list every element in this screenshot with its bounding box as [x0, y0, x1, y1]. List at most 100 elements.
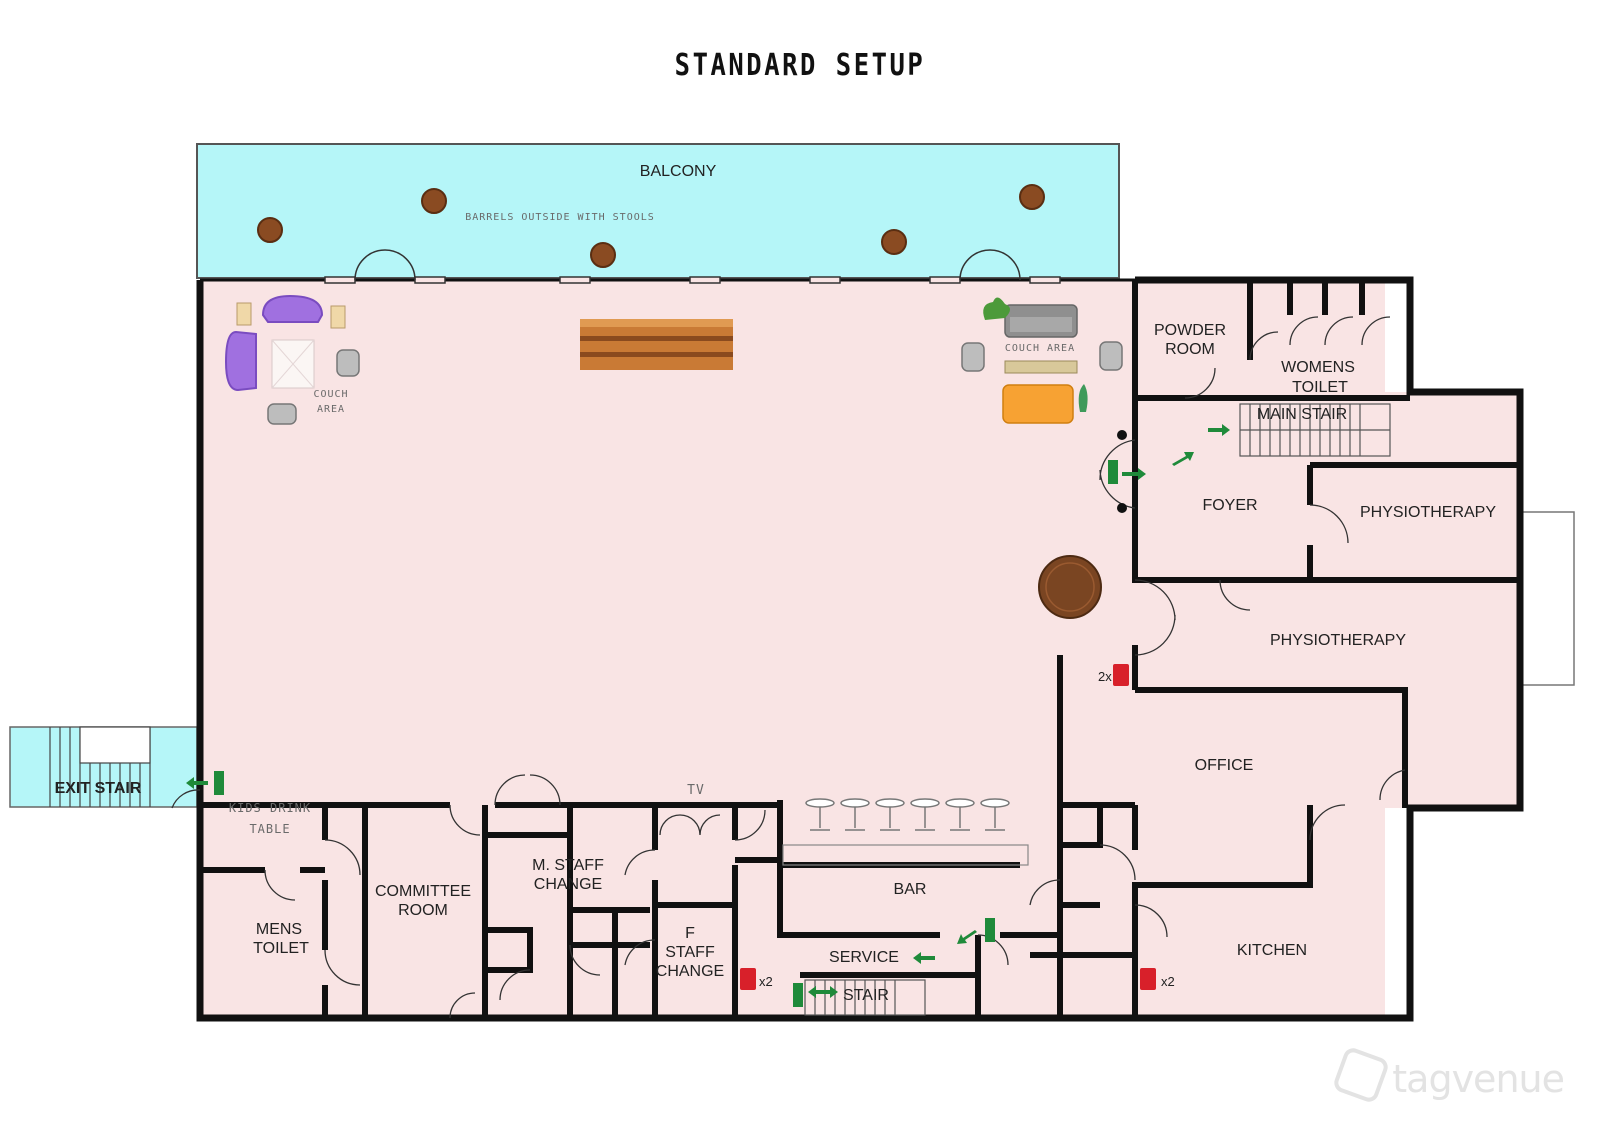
door-icon — [1324, 316, 1354, 346]
bar-stool-icon — [875, 798, 905, 831]
label-couch-right: COUCH AREA — [1005, 343, 1075, 354]
exit-markers — [186, 424, 1230, 1007]
bar-stool-icon — [945, 798, 975, 831]
bar-stool-icon — [840, 798, 870, 831]
plant-icon — [983, 297, 1010, 320]
door-icon — [1099, 844, 1136, 881]
label-bar: BAR — [894, 881, 927, 898]
barrels — [257, 184, 1045, 268]
door-icon — [324, 839, 361, 876]
main-stair — [1239, 403, 1391, 457]
armchair-icon — [267, 403, 297, 425]
label-main-stair: MAIN STAIR — [1257, 406, 1347, 423]
coffee-table — [1004, 360, 1078, 374]
doors — [171, 316, 1406, 1019]
door-icon — [977, 934, 1009, 966]
label-mens-toilet-2: TOILET — [253, 940, 309, 957]
arrow-icon — [913, 952, 935, 964]
label-ext-2x: 2x — [1098, 669, 1112, 684]
round-table-icon — [1038, 555, 1102, 619]
exit-stair — [49, 726, 151, 807]
label-ext-x2-a: x2 — [759, 974, 773, 989]
label-f-staff-3: CHANGE — [656, 963, 724, 980]
barrel-icon — [881, 229, 907, 255]
door-icon — [324, 949, 361, 986]
door-icon — [624, 849, 656, 876]
label-couch-left-2: AREA — [317, 404, 345, 415]
door-icon — [1099, 439, 1136, 509]
door-icon — [264, 869, 296, 901]
long-table-icon — [580, 319, 733, 370]
door-icon — [1361, 316, 1391, 346]
fire-extinguisher-icon — [740, 968, 756, 990]
bar-stool-icon — [910, 798, 940, 831]
interior-walls — [200, 280, 1520, 1018]
door-post — [1117, 503, 1127, 513]
door-icon — [449, 992, 476, 1019]
plant-icon — [1078, 384, 1088, 412]
door-post — [1117, 430, 1127, 440]
door-icon — [1184, 367, 1216, 399]
arrow-icon — [186, 777, 208, 789]
label-m-staff-1: M. STAFF — [532, 857, 604, 874]
label-womens-toilet-2: TOILET — [1292, 379, 1348, 396]
label-balcony: BALCONY — [640, 163, 717, 180]
barrel-icon — [257, 217, 283, 243]
couch-area-right — [961, 297, 1123, 424]
room-labels: BALCONY BARRELS OUTSIDE WITH STOOLS POWD… — [55, 163, 1497, 1004]
door-icon — [1289, 316, 1319, 346]
fire-extinguisher-icon — [1140, 968, 1156, 990]
couch-icon — [224, 330, 257, 392]
label-barrels: BARRELS OUTSIDE WITH STOOLS — [465, 212, 655, 223]
balcony-doors — [324, 249, 1061, 284]
fire-extinguisher-icon — [1113, 664, 1129, 686]
door-icon — [449, 804, 481, 836]
armchair-icon — [1099, 341, 1123, 371]
label-f-staff-1: F — [685, 925, 695, 942]
label-womens-toilet-1: WOMENS — [1281, 359, 1355, 376]
bar-stool-icon — [980, 798, 1010, 831]
door-icon — [171, 789, 201, 809]
arrow-icon — [1122, 468, 1146, 480]
tagvenue-logo-icon — [1331, 1045, 1391, 1105]
label-kitchen: KITCHEN — [1237, 942, 1307, 959]
door-icon — [734, 809, 766, 841]
label-mens-toilet-1: MENS — [256, 921, 302, 938]
couch-icon — [1002, 384, 1074, 424]
service-stair — [804, 979, 926, 1016]
door-icon — [1029, 879, 1061, 906]
barrel-icon — [590, 242, 616, 268]
exterior-walls — [196, 276, 1524, 1022]
exit-sign-icon — [793, 983, 803, 1007]
door-icon — [1309, 804, 1346, 841]
bar-counter — [782, 844, 1029, 866]
door-icon — [1134, 579, 1176, 656]
exit-sign-icon — [985, 918, 995, 942]
label-committee-2: ROOM — [398, 902, 448, 919]
barrel-icon — [1019, 184, 1045, 210]
round-table-grain — [1045, 562, 1095, 612]
watermark: tagvenue — [1331, 1045, 1565, 1105]
door-icon — [1309, 504, 1349, 544]
label-physiotherapy-1: PHYSIOTHERAPY — [1360, 504, 1496, 521]
label-service: SERVICE — [829, 949, 899, 966]
couch-icon — [261, 294, 324, 323]
page-title: STANDARD SETUP — [674, 48, 926, 83]
door-icon — [494, 774, 561, 806]
arrow-icon — [1208, 424, 1230, 436]
label-powder-room-1: POWDER — [1154, 322, 1226, 339]
door-icon — [499, 969, 531, 1001]
label-kids-table-1: KIDS DRINK — [229, 801, 311, 815]
door-icon — [1379, 769, 1406, 801]
rug-pattern — [271, 339, 315, 389]
fire-extinguishers — [740, 664, 1156, 990]
label-ext-x2-b: x2 — [1161, 974, 1175, 989]
side-table-icon — [236, 302, 252, 326]
door-icon — [659, 814, 721, 836]
bar-stools — [805, 798, 1010, 831]
label-tv: TV — [687, 783, 705, 798]
east-annex-outline — [1519, 511, 1575, 686]
couch-area-left — [224, 294, 360, 425]
watermark-text: tagvenue — [1392, 1057, 1565, 1101]
